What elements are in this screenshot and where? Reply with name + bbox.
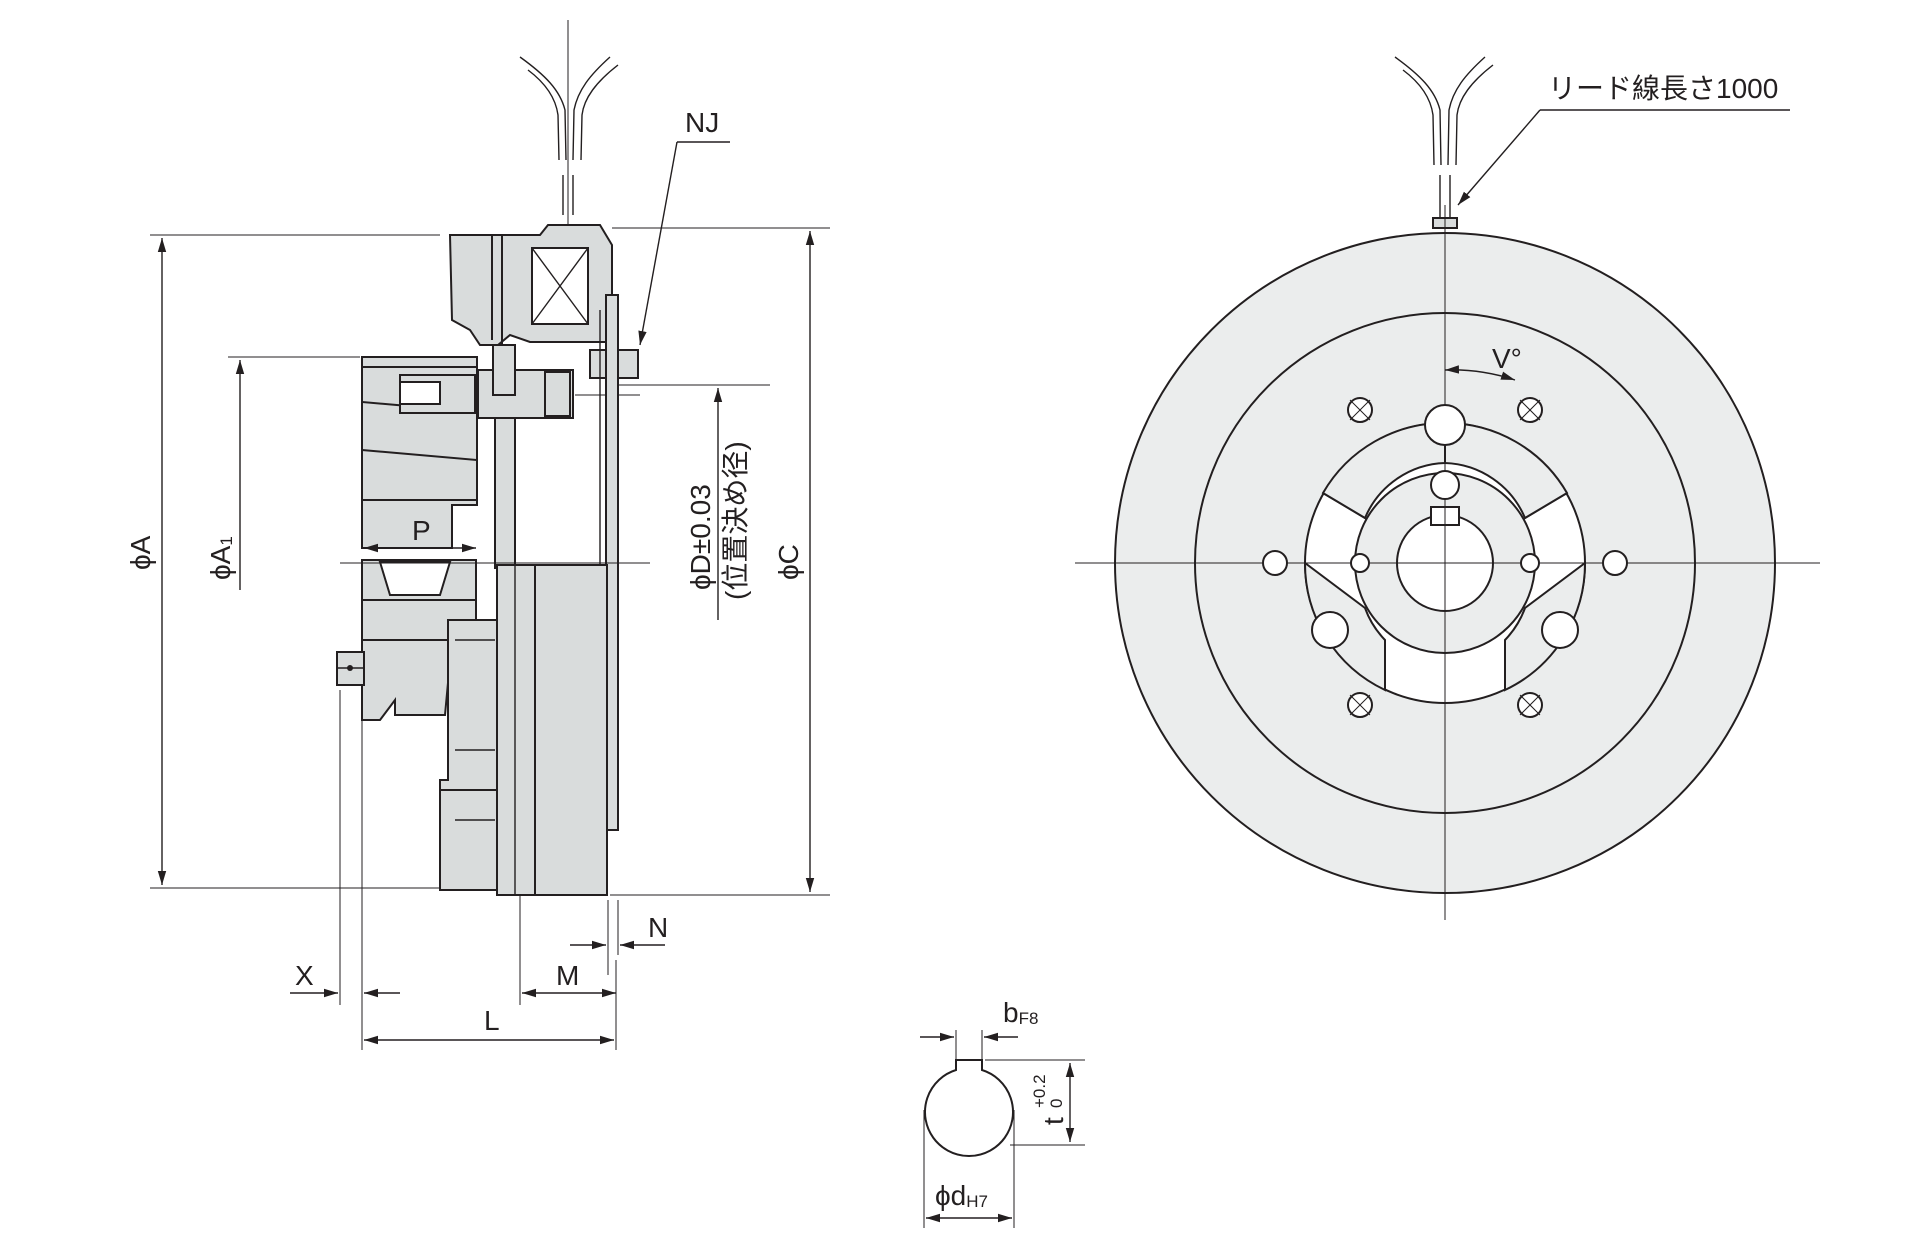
b-label: bF8: [1003, 997, 1038, 1028]
x-label: X: [295, 960, 314, 991]
shaft-section: bF8 t +0.2 0 ϕdH7: [920, 997, 1085, 1228]
l-label: L: [484, 1005, 500, 1036]
v-angle-label: V°: [1492, 343, 1522, 374]
phi-d-note: (位置決め径): [720, 441, 751, 600]
p-label: P: [412, 515, 431, 546]
lead-wire-label: リード線長さ1000: [1548, 73, 1778, 104]
shaft-circle: [924, 1059, 1014, 1158]
n-label: N: [648, 912, 668, 943]
phi-d-label: ϕD±0.03: [685, 484, 716, 590]
nj-label: NJ: [685, 107, 719, 138]
front-lead-wires: [1394, 56, 1494, 229]
phi-c-label: ϕC: [773, 544, 804, 580]
front-view: V° リード線長さ1000: [1075, 56, 1820, 920]
t-tol-lower: 0: [1047, 1099, 1066, 1108]
t-tol-upper: +0.2: [1030, 1074, 1049, 1108]
phi-a-label: ϕA: [125, 535, 156, 570]
side-view: ϕA ϕA1 P ϕD±0.03 (位置決め径) ϕC NJ N X: [125, 20, 830, 1050]
t-label: t: [1038, 1117, 1069, 1125]
bolt-holes: [1262, 397, 1628, 718]
phi-d-small-label: ϕdH7: [935, 1180, 988, 1211]
m-label: M: [556, 960, 579, 991]
phi-a1-label: ϕA1: [205, 536, 236, 580]
side-lead-wires: [519, 20, 619, 235]
